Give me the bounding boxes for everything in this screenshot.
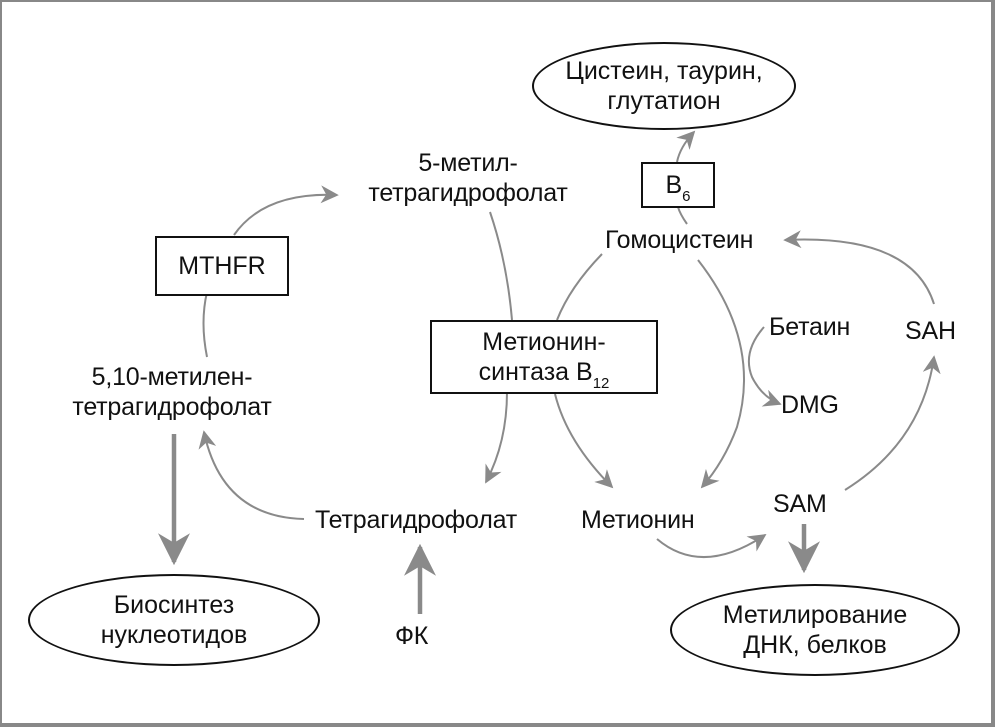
nucleotide-line2: нуклеотидов — [100, 621, 248, 649]
arrow-synthase-to-thf — [485, 391, 508, 484]
node-homocysteine: Гомоцистеин — [605, 226, 754, 254]
node-tetrahydrofolate: Тетрагидрофолат — [315, 506, 517, 534]
methylene-thf-line1: 5,10-метилен- — [91, 363, 253, 391]
cysteine-line1: Цистеин, таурин, — [565, 57, 763, 85]
arrow-mthfr-to-methyl-thf — [233, 185, 339, 236]
node-methionine: Метионин — [581, 506, 695, 534]
b6-subscript: 6 — [682, 188, 691, 205]
methylation-line2: ДНК, белков — [743, 631, 887, 659]
node-mthfr: MTHFR — [155, 236, 289, 296]
arrow-sam-to-sah — [844, 355, 941, 491]
b6-base: B — [665, 171, 683, 199]
node-methionine-synthase-b12: Метионин- синтаза B12 — [430, 320, 658, 394]
node-betaine: Бетаин — [769, 313, 851, 341]
cysteine-line2: глутатион — [607, 87, 721, 115]
arrow-homocysteine-to-synthase — [556, 253, 603, 321]
node-dmg: DMG — [781, 391, 839, 419]
arrow-homocysteine-to-b6 — [677, 206, 688, 225]
mthfr-label: MTHFR — [178, 252, 266, 280]
node-sam: SAM — [773, 490, 827, 518]
node-cysteine-taurine-glutathione: Цистеин, таурин, глутатион — [532, 42, 796, 130]
b6-label: B6 — [665, 170, 690, 204]
synthase-line1: Метионин- — [482, 328, 606, 356]
arrow-homocysteine-to-methionine-betaine — [697, 259, 746, 489]
node-fk: ФК — [395, 622, 429, 650]
arrow-sah-to-homocysteine — [783, 230, 935, 305]
node-b6: B6 — [641, 162, 715, 208]
synthase-line2-base: синтаза B — [478, 358, 593, 386]
arrow-methionine-to-sam — [656, 534, 767, 558]
arrow-betaine-to-dmg — [748, 326, 782, 407]
methylene-thf-line2: тетрагидрофолат — [72, 393, 272, 421]
arrow-methylene-to-mthfr — [202, 291, 208, 358]
arrow-thf-to-methylene — [198, 430, 305, 520]
node-nucleotide-biosynthesis: Биосинтез нуклеотидов — [28, 574, 320, 666]
arrow-b6-to-cysteine — [676, 130, 696, 163]
methylation-line1: Метилирование — [722, 601, 908, 629]
node-sah: SAH — [905, 317, 956, 345]
node-5-10-methylene-thf: 5,10-метилен- тетрагидрофолат — [42, 362, 302, 422]
nucleotide-line1: Биосинтез — [113, 591, 235, 619]
synthase-line2: синтаза B12 — [478, 357, 610, 391]
arrow-synthase-to-methionine — [554, 393, 614, 489]
methyl-thf-line1: 5-метил- — [418, 149, 518, 177]
arrow-methyl-thf-to-synthase — [489, 211, 513, 321]
node-5-methyl-thf: 5-метил- тетрагидрофолат — [348, 148, 588, 208]
node-dna-protein-methylation: Метилирование ДНК, белков — [670, 584, 960, 676]
methyl-thf-line2: тетрагидрофолат — [368, 179, 568, 207]
b12-subscript: 12 — [592, 375, 610, 392]
